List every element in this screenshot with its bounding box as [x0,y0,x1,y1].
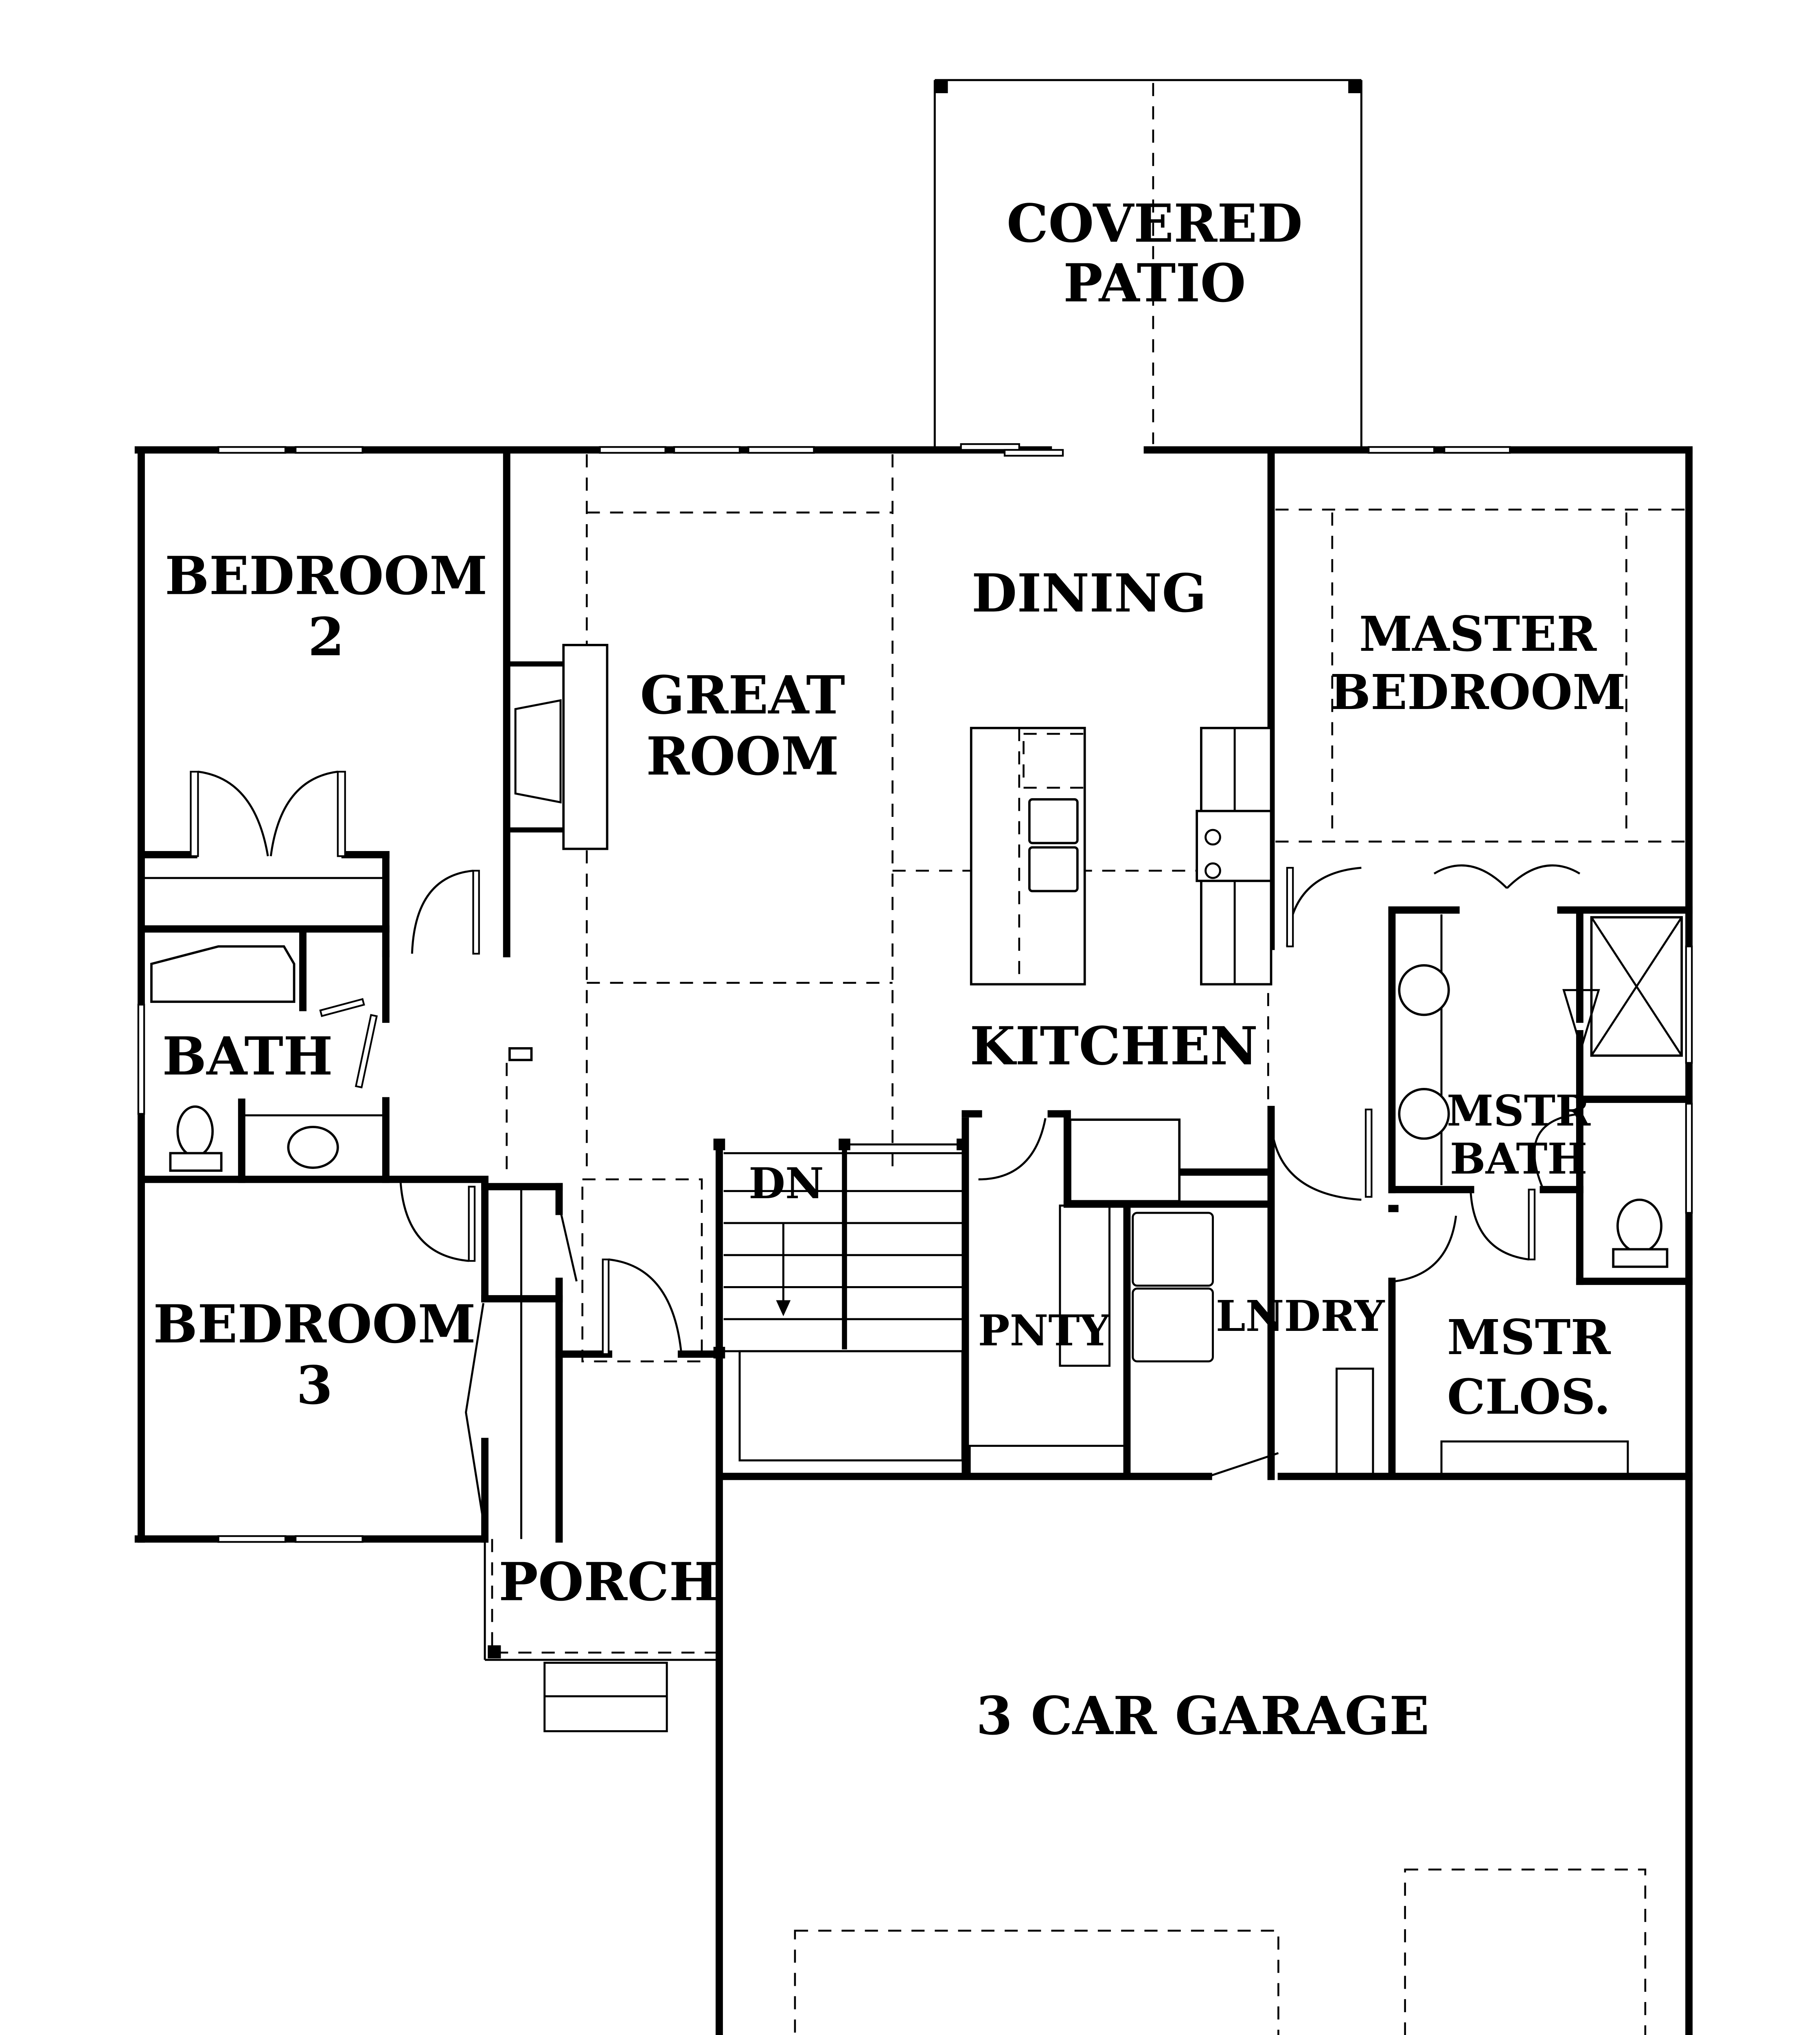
room-label-laundry: LNDRY [1216,1292,1385,1341]
room-label-pantry: PNTY [978,1306,1110,1356]
room-label-master-bedroom-1: MASTER [1359,606,1597,662]
bathtub-icon [150,945,296,1003]
master-bedroom: MASTER BEDROOM [1275,508,1686,947]
toilet-icon [1616,1198,1662,1254]
covered-patio: COVERED PATIO [933,79,1362,447]
great-room: GREAT ROOM [506,454,894,1179]
room-label-covered-patio-1: COVERED [1007,193,1303,254]
sliding-door-panel [1003,449,1064,457]
bath: BATH [138,925,489,1183]
patio-post [1348,80,1362,93]
room-label-garage: 3 CAR GARAGE [976,1685,1429,1747]
hall-door-swing [411,869,473,954]
stairs-label: DN [749,1159,824,1208]
room-label-bedroom2-1: BEDROOM [165,545,487,607]
room-label-bedroom3-2: 3 [296,1355,333,1416]
room-label-great-room-2: ROOM [646,726,839,787]
room-label-bedroom2-2: 2 [308,606,344,668]
room-label-mstr-bath-1: MSTR [1447,1086,1591,1136]
bedroom-2: BEDROOM 2 [138,446,510,958]
room-label-mstr-closet-1: MSTR [1447,1309,1611,1365]
stairs: DN [713,1117,969,1480]
entry-porch: PORCH [484,1178,723,1733]
room-label-master-bedroom-2: BEDROOM [1330,664,1625,720]
dryer-icon [1132,1287,1214,1363]
room-label-great-room-1: GREAT [640,665,845,726]
room-label-bath: BATH [162,1026,333,1087]
patio-post [935,80,948,93]
sink-icon [1398,964,1450,1016]
toilet-icon [176,1105,214,1158]
dining-kitchen: DINING KITCHEN [892,446,1275,1480]
room-label-kitchen: KITCHEN [970,1015,1258,1077]
room-label-mstr-closet-2: CLOS. [1447,1369,1611,1425]
sliding-door-panel [960,443,1020,451]
garage: 3 CAR GARAGE [715,1452,1693,2035]
bedroom-3: BEDROOM 3 [138,1175,578,1543]
sink-icon [1398,1088,1450,1140]
room-label-porch: PORCH [499,1551,718,1613]
master-bath: MSTR BATH [1388,864,1693,1285]
room-label-covered-patio-2: PATIO [1063,253,1246,314]
exterior-walls [134,443,1693,1543]
arrow-down-icon [776,1300,791,1317]
room-label-dining: DINING [972,563,1207,624]
utility-rooms: PNTY LNDRY MSTR CLOS. [961,1108,1629,1480]
fireplace-icon [562,643,609,850]
cooktop-icon [1196,810,1272,882]
room-label-mstr-bath-2: BATH [1450,1134,1588,1184]
sink-icon [1028,798,1079,845]
washer-icon [1132,1212,1214,1287]
sink-icon [287,1126,339,1169]
room-label-bedroom3-1: BEDROOM [153,1293,475,1355]
